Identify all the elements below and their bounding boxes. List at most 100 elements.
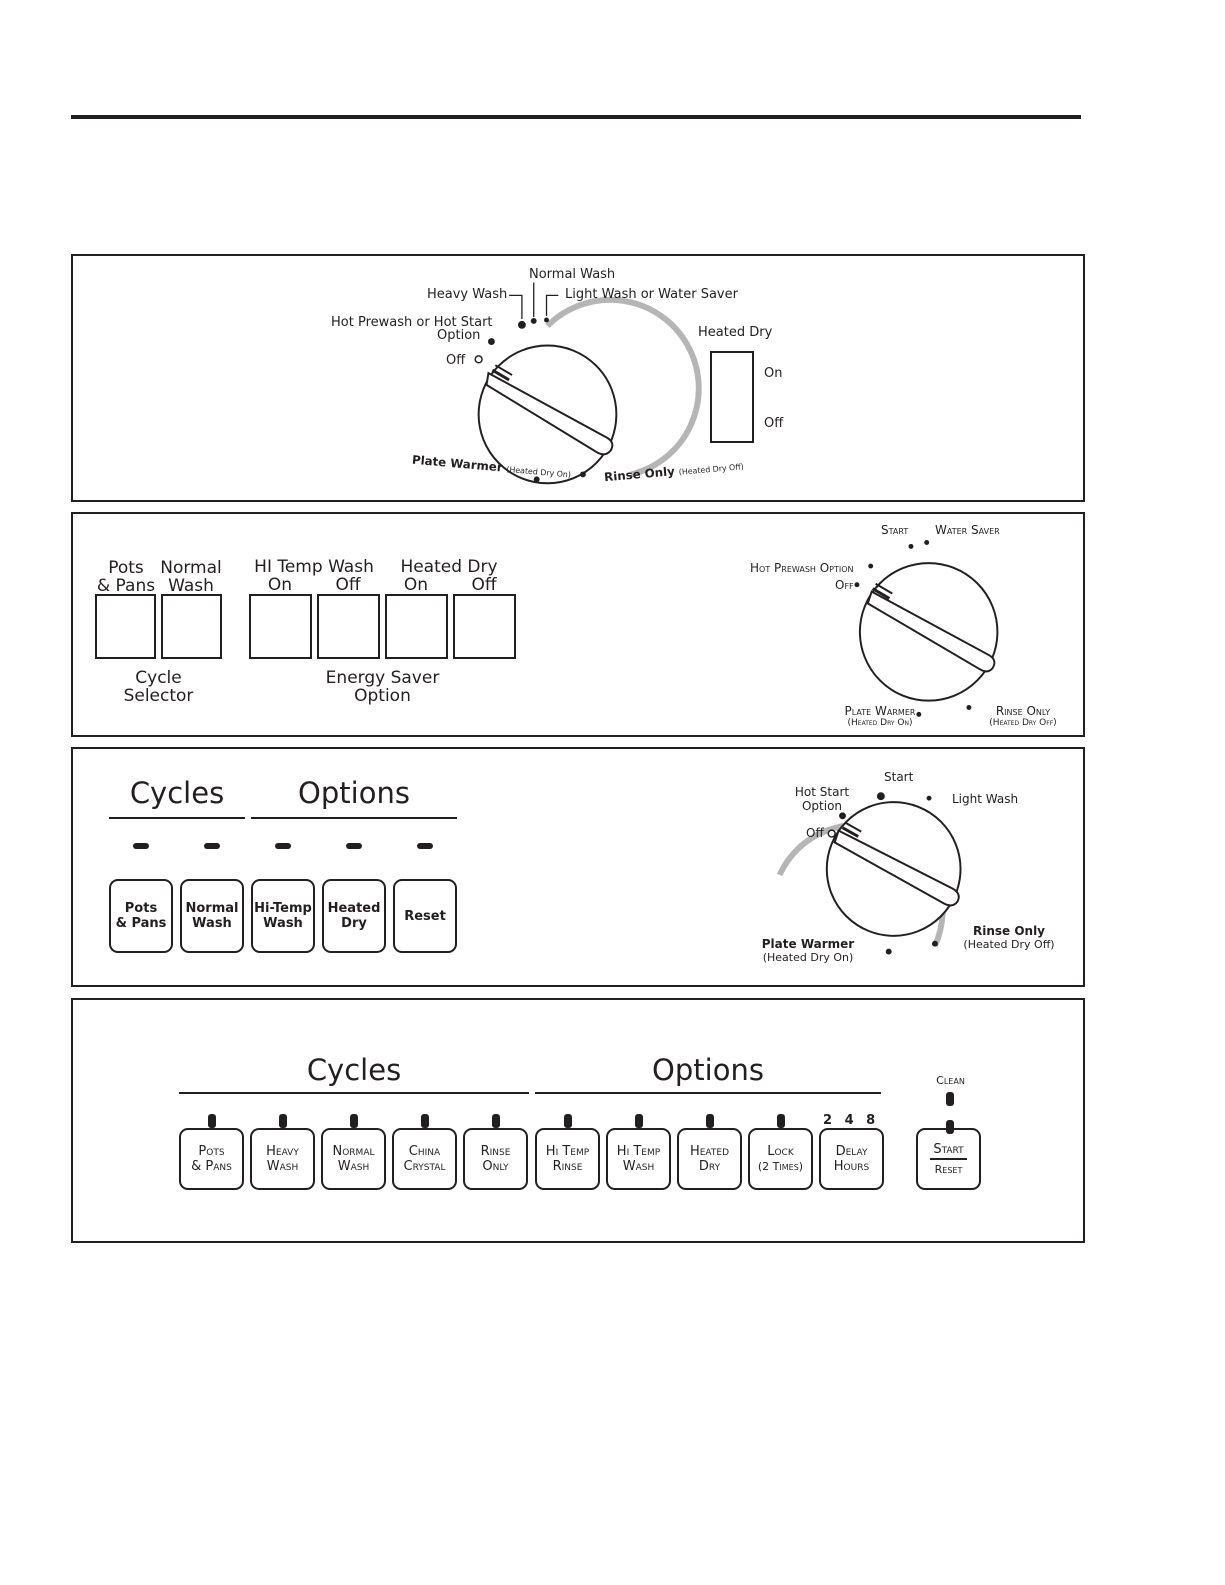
normal-wash-button[interactable] [161,594,222,659]
pots-pans-label-2: & Pans [96,576,156,596]
start-reset-button[interactable]: Start Reset [916,1128,981,1190]
panel2-graphics [854,540,999,717]
dial1-hot-prewash-dot [487,338,495,346]
reset-led [417,843,433,849]
dial2-pointer [866,590,996,673]
delay-hours-button[interactable]: Delay Hours [819,1128,884,1190]
heated-dry-switch[interactable] [710,351,754,443]
dial3-light-wash-label: Light Wash [952,792,1019,806]
delay-hours-button-label-2: Hours [833,1159,870,1174]
dial1-rinse-only-label: Rinse Only(Heated Dry Off) [604,458,745,484]
reset-button-3[interactable]: Reset [393,879,457,953]
dial3-light-wash-dot [926,795,932,801]
energy-saver-label-2: Option [354,686,411,706]
heavy-wash-button[interactable]: Heavy Wash [250,1128,315,1190]
dial2-plate-dot [916,711,922,717]
dial2-off-dot [854,582,860,588]
heated-dry-on-button[interactable] [385,594,448,659]
pots-pans-led [133,843,149,849]
hi-temp-wash-button-3[interactable]: Hi-Temp Wash [251,879,315,953]
dial1-hot-prewash-label-2: Option [437,328,481,343]
dial2-pointer-mark [871,587,891,600]
hi-temp-rinse-led [564,1114,572,1128]
hi-temp-wash-button-3-label-1: Hi-Temp [254,901,312,916]
hi-temp-wash-button-3-label-2: Wash [263,916,303,931]
heated-dry-button-4-label-2: Dry [698,1159,721,1174]
dial2-hot-prewash-label: Hot Prewash Option [750,561,854,575]
hi-temp-on-button[interactable] [249,594,312,659]
dial1-shade-arc [545,296,702,478]
options-underline [251,817,457,819]
dial1-heavy-leader [509,294,523,319]
pots-pans-button-3[interactable]: Pots & Pans [109,879,173,953]
dial1-light-dot [544,317,549,323]
dial1-light-leader [545,294,559,317]
pots-pans-button[interactable] [95,594,156,659]
dial1-heavy-dot [517,320,526,329]
dial3-rinse-only-sub: (Heated Dry Off) [963,938,1055,951]
dial1-rinse-only-sub: (Heated Dry Off) [678,462,744,477]
pots-pans-button-4-label-1: Pots [198,1144,225,1159]
panel1-graphics: Plate Warmer(Heated Dry On) Rinse Only(H… [411,282,745,484]
normal-wash-label-2: Wash [168,576,214,596]
pots-pans-button-4[interactable]: Pots & Pans [179,1128,244,1190]
cycles-underline-4 [179,1092,529,1094]
normal-wash-button-3-label-2: Wash [192,916,232,931]
hi-temp-on-label: On [267,575,293,595]
cycle-selector-label: Cycle Selector [95,669,222,705]
pots-pans-button-3-label-1: Pots [124,901,158,916]
dial1-rinse-dot [579,471,586,478]
normal-wash-button-3[interactable]: Normal Wash [180,879,244,953]
options-heading: Options [298,776,410,810]
hi-temp-off-label: Off [335,575,361,595]
control-panel-3: Cycles Options Pots & Pans Normal Wash H… [71,747,1085,987]
normal-wash-button-4[interactable]: Normal Wash [321,1128,386,1190]
hi-temp-wash-button-4[interactable]: Hi Temp Wash [606,1128,671,1190]
rinse-only-led [492,1114,500,1128]
hi-temp-rinse-button[interactable]: Hi Temp Rinse [535,1128,600,1190]
heated-dry-button-3-label-1: Heated [327,901,381,916]
heated-dry-off-button[interactable] [453,594,516,659]
hi-temp-wash-led [275,843,291,849]
normal-wash-led-4 [350,1114,358,1128]
dial1-normal-dot [530,317,537,324]
dial3-pointer [833,829,960,907]
dial3-rinse-only-label: Rinse Only [972,924,1046,938]
clean-label: Clean [936,1074,965,1087]
clean-led [946,1092,954,1106]
dial3-off-label: Off [806,826,824,840]
heated-dry-button-4-label-1: Heated [689,1144,730,1159]
dial2-water-saver-dot [924,540,930,545]
dial3-plate-warmer-sub: (Heated Dry On) [762,951,854,964]
dial3-rinse-dot [932,940,938,947]
rinse-only-button[interactable]: Rinse Only [463,1128,528,1190]
pots-pans-button-3-label-2: & Pans [115,916,167,931]
dial1-normal-wash-label: Normal Wash [529,267,616,282]
hi-temp-off-button[interactable] [317,594,380,659]
dial2-plate-warmer-label: Plate Warmer [844,704,916,718]
normal-wash-button-4-label-1: Normal [332,1144,375,1159]
panel3-graphics [776,792,962,955]
delay-hours-numbers: 2 4 8 [823,1113,880,1128]
hi-temp-wash-button-4-label-2: Wash [622,1159,655,1174]
lock-button[interactable]: Lock (2 Times) [748,1128,813,1190]
heated-dry-button-4[interactable]: Heated Dry [677,1128,742,1190]
pots-pans-button-4-label-2: & Pans [191,1159,232,1174]
cycles-heading: Cycles [129,776,225,810]
heated-dry-title: Heated Dry [698,325,773,340]
cycle-selector-label-1: Cycle [135,668,182,688]
heated-dry-off-label: Off [764,416,784,431]
dial3-start-label: Start [884,770,914,784]
dial2-rinse-dot [966,705,972,710]
dial1-pointer-mark [494,364,513,376]
dial3-hot-start-label: Hot Start Option [787,785,857,813]
dial2-off-label: Off [835,578,854,592]
dial1-pointer [485,371,614,456]
china-crystal-button[interactable]: China Crystal [392,1128,457,1190]
heated-dry-button-3[interactable]: Heated Dry [322,879,386,953]
dial2-rinse-only-label: Rinse Only [995,704,1051,718]
china-crystal-led [421,1114,429,1128]
pots-pans-label-1: Pots [108,558,144,578]
options-underline-4 [535,1092,881,1094]
heated-dry-on-label-2: On [403,575,429,595]
